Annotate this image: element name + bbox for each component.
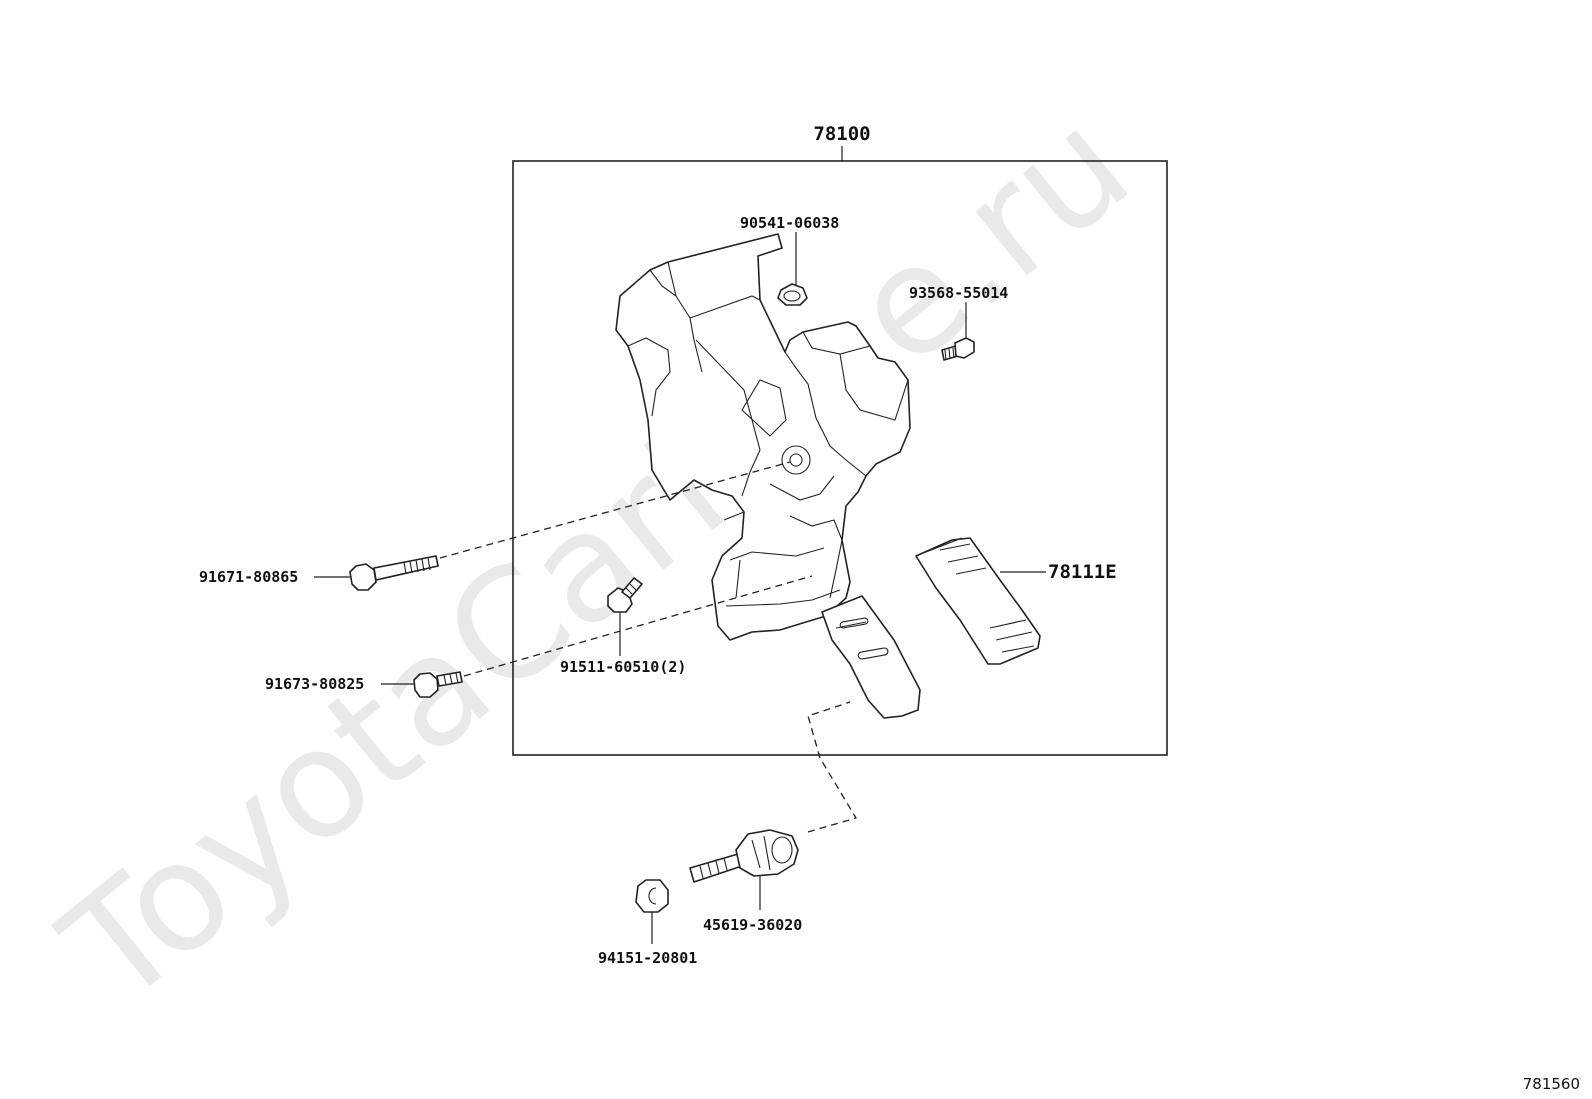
pedal-bracket [615, 233, 911, 641]
bolt-inner[interactable]: 91511-60510(2) [560, 577, 686, 676]
watermark-text: ToyotaCarMine.ru [32, 78, 1161, 1039]
screw-right[interactable]: 93568-55014 [909, 284, 1008, 361]
stopper[interactable]: 45619-36020 [689, 701, 857, 934]
pedal-arm [821, 505, 921, 719]
pedal-pad-label: 78111E [1048, 561, 1117, 583]
assembly-part-number: 78100 [813, 123, 870, 145]
assembly-boundary [512, 160, 1168, 756]
nut-label: 94151-20801 [598, 949, 697, 967]
nut[interactable]: 94151-20801 [598, 879, 697, 967]
assembly-callout[interactable]: 78100 [512, 123, 1168, 756]
bolt-long[interactable]: 91671-80865 [199, 461, 791, 591]
bolt-short-label: 91673-80825 [265, 675, 364, 693]
bolt-long-label: 91671-80865 [199, 568, 298, 586]
clip-top[interactable]: 90541-06038 [740, 214, 839, 306]
figure-reference: 781560 [1523, 1075, 1580, 1093]
pedal-pad[interactable]: 78111E [915, 537, 1117, 665]
stopper-label: 45619-36020 [703, 916, 802, 934]
bolt-short[interactable]: 91673-80825 [265, 575, 813, 698]
bolt-inner-label: 91511-60510(2) [560, 658, 686, 676]
clip-top-label: 90541-06038 [740, 214, 839, 232]
screw-right-label: 93568-55014 [909, 284, 1008, 302]
